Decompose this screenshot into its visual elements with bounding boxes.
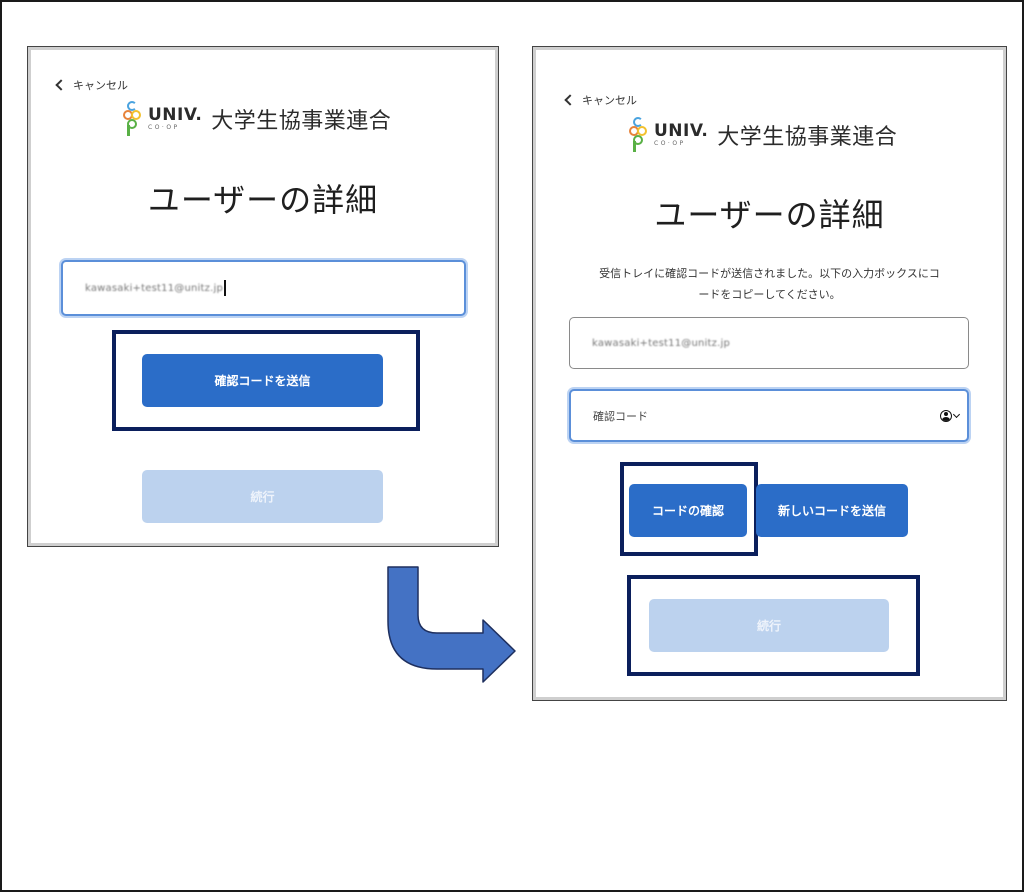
page-title: ユーザーの詳細 [654,196,885,234]
continue-button-disabled[interactable]: 続行 [142,470,383,523]
logo-wordmark: UNIV. CO·OP [654,121,709,147]
flow-arrow-icon [387,566,516,683]
coop-rings-icon [629,117,651,153]
continue-button-disabled[interactable]: 続行 [649,599,889,652]
cancel-link[interactable]: キャンセル [563,92,637,108]
verification-code-input[interactable]: 確認コード [569,389,969,442]
email-input[interactable]: kawasaki+test11@unitz.jp [61,260,466,316]
org-name: 大学生協事業連合 [717,125,898,150]
univ-coop-logo: UNIV. CO·OP 大学生協事業連合 [629,117,897,153]
chevron-left-icon [564,94,576,106]
autofill-person-icon[interactable] [940,409,961,422]
chevron-left-icon [55,79,67,91]
univ-coop-logo: UNIV. CO·OP 大学生協事業連合 [123,101,391,137]
panel-before-content: キャンセル UNIV. CO·OP 大学生協事業連合 ユーザーの詳細 kawas… [32,51,494,542]
coop-rings-icon [123,101,145,137]
email-value: kawasaki+test11@unitz.jp [592,337,730,349]
logo-wordmark: UNIV. CO·OP [148,105,203,131]
panel-after-send-code: キャンセル UNIV. CO·OP 大学生協事業連合 ユーザーの詳細 受信トレイ… [532,46,1007,701]
chevron-down-icon [952,410,961,418]
code-sent-message: 受信トレイに確認コードが送信されました。以下の入力ボックスにコ ードをコピーして… [599,267,940,301]
panel-after-content: キャンセル UNIV. CO·OP 大学生協事業連合 ユーザーの詳細 受信トレイ… [537,51,1002,696]
cancel-label: キャンセル [73,79,128,92]
cancel-link[interactable]: キャンセル [54,77,128,93]
org-name: 大学生協事業連合 [211,109,392,134]
page-title: ユーザーの詳細 [147,181,379,219]
verify-code-button[interactable]: コードの確認 [629,484,747,537]
cancel-label: キャンセル [582,94,637,107]
email-input[interactable]: kawasaki+test11@unitz.jp [569,317,969,369]
text-caret [224,280,226,296]
panel-before-send-code: キャンセル UNIV. CO·OP 大学生協事業連合 ユーザーの詳細 kawas… [27,46,499,547]
code-placeholder: 確認コード [593,409,648,423]
email-value: kawasaki+test11@unitz.jp [85,282,223,294]
resend-code-button[interactable]: 新しいコードを送信 [756,484,908,537]
send-code-button[interactable]: 確認コードを送信 [142,354,383,407]
